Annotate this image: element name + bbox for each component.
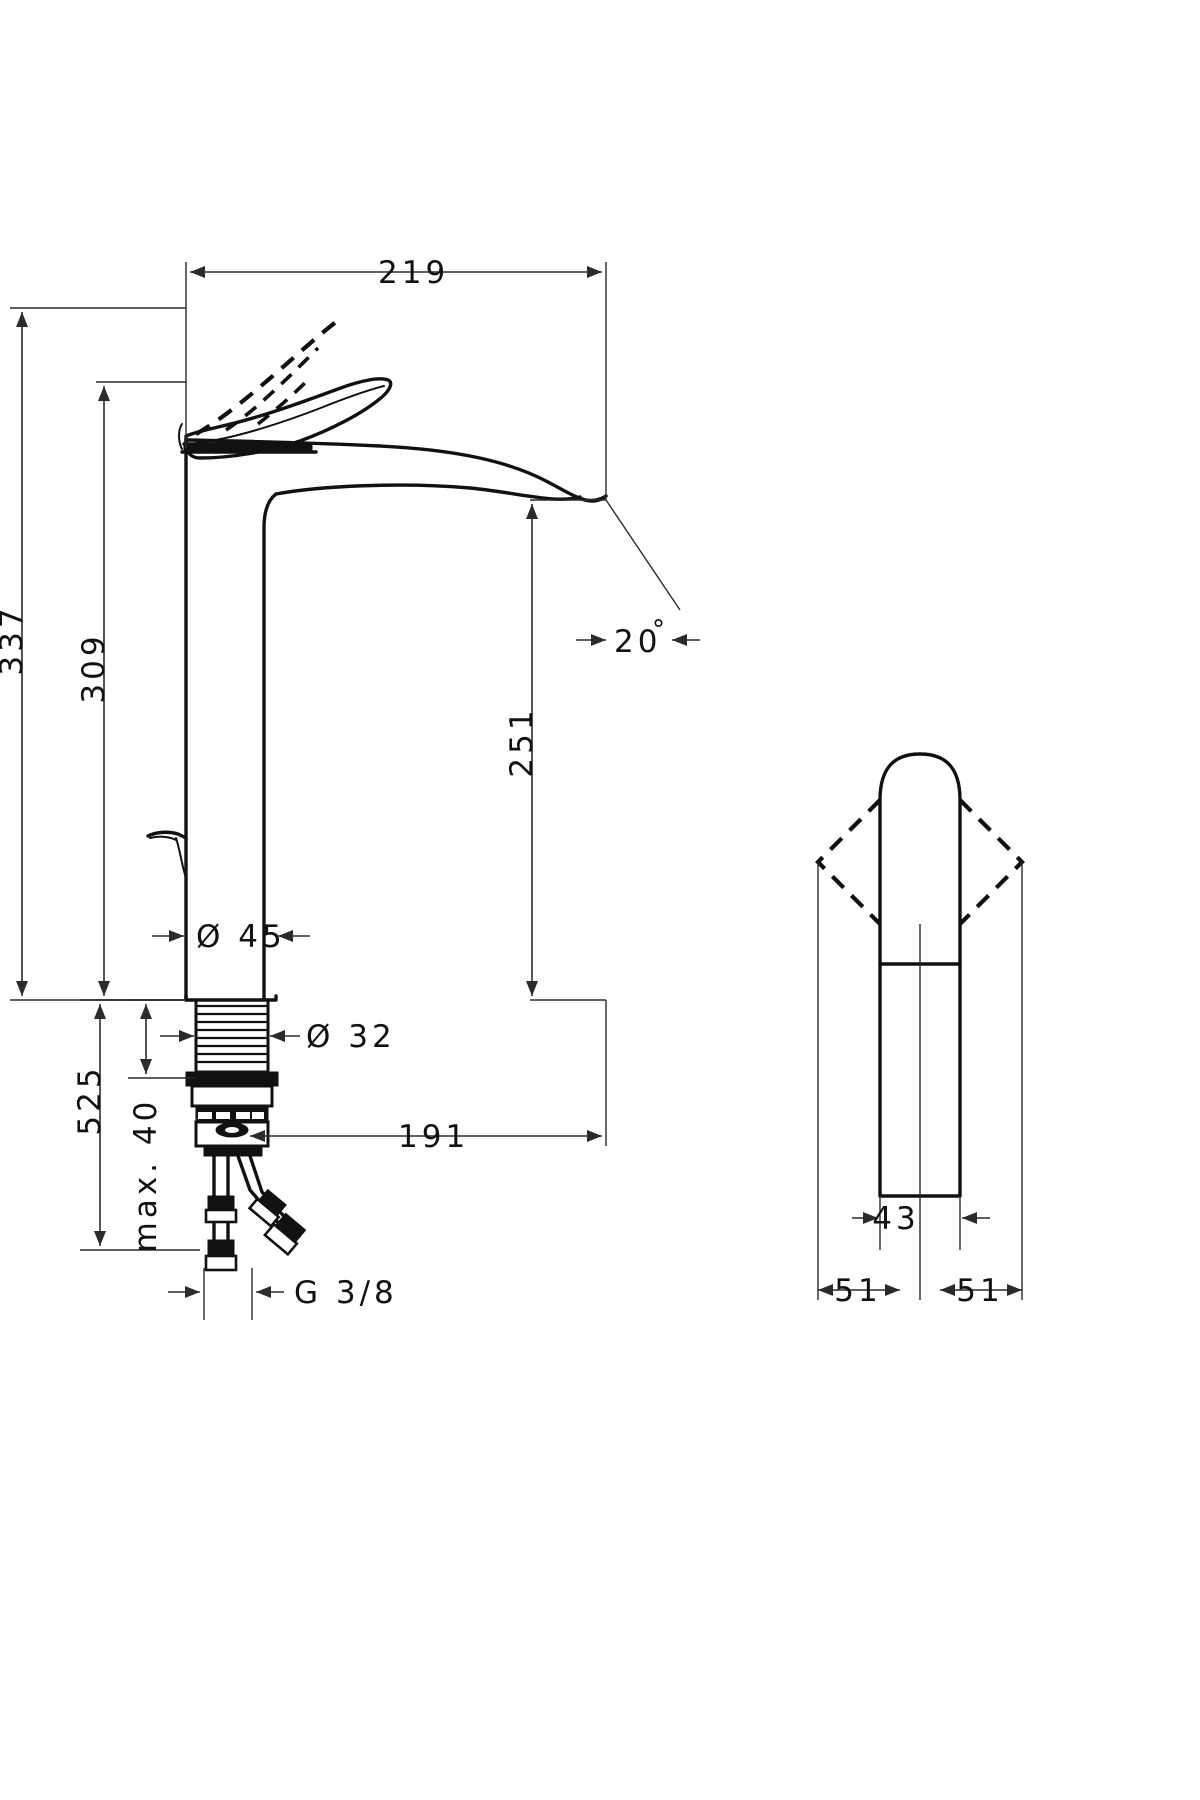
dim-43-label: 43 bbox=[872, 1201, 919, 1237]
dim-51-left-label: 51 bbox=[834, 1273, 881, 1309]
degree-symbol: ° bbox=[652, 615, 668, 645]
dim-251-label: 251 bbox=[504, 706, 540, 777]
lever-handle bbox=[178, 377, 393, 460]
dim-g38-label: G 3/8 bbox=[294, 1275, 398, 1311]
dim-525-label: 525 bbox=[72, 1064, 108, 1135]
dim-309-label: 309 bbox=[76, 632, 112, 703]
side-view-geometry bbox=[815, 752, 1025, 1300]
dim-337-label: 337 bbox=[0, 604, 30, 675]
handle-collar bbox=[180, 442, 318, 454]
threaded-shank bbox=[184, 994, 278, 1074]
side-view-dimensions: 43 51 51 bbox=[818, 1201, 1022, 1309]
dim-20deg-label: 20 bbox=[614, 624, 661, 660]
body-column bbox=[184, 438, 278, 1002]
mounting-hardware bbox=[185, 1071, 279, 1157]
dim-191-label: 191 bbox=[398, 1119, 469, 1155]
dim-d45-label: Ø 45 bbox=[196, 919, 286, 955]
dim-max-40-label: max. 40 bbox=[128, 1098, 164, 1253]
lever-raised-dashed bbox=[194, 320, 338, 436]
dim-219-label: 219 bbox=[378, 255, 449, 291]
front-view-dimensions: 219 337 309 251 525 max. 40 Ø 45 Ø bbox=[0, 255, 700, 1320]
popup-rod-lever bbox=[146, 830, 188, 879]
dim-51-right-label: 51 bbox=[956, 1273, 1003, 1309]
front-view-geometry bbox=[146, 320, 608, 1272]
connection-hoses bbox=[204, 1154, 307, 1272]
dim-d32-label: Ø 32 bbox=[306, 1019, 396, 1055]
